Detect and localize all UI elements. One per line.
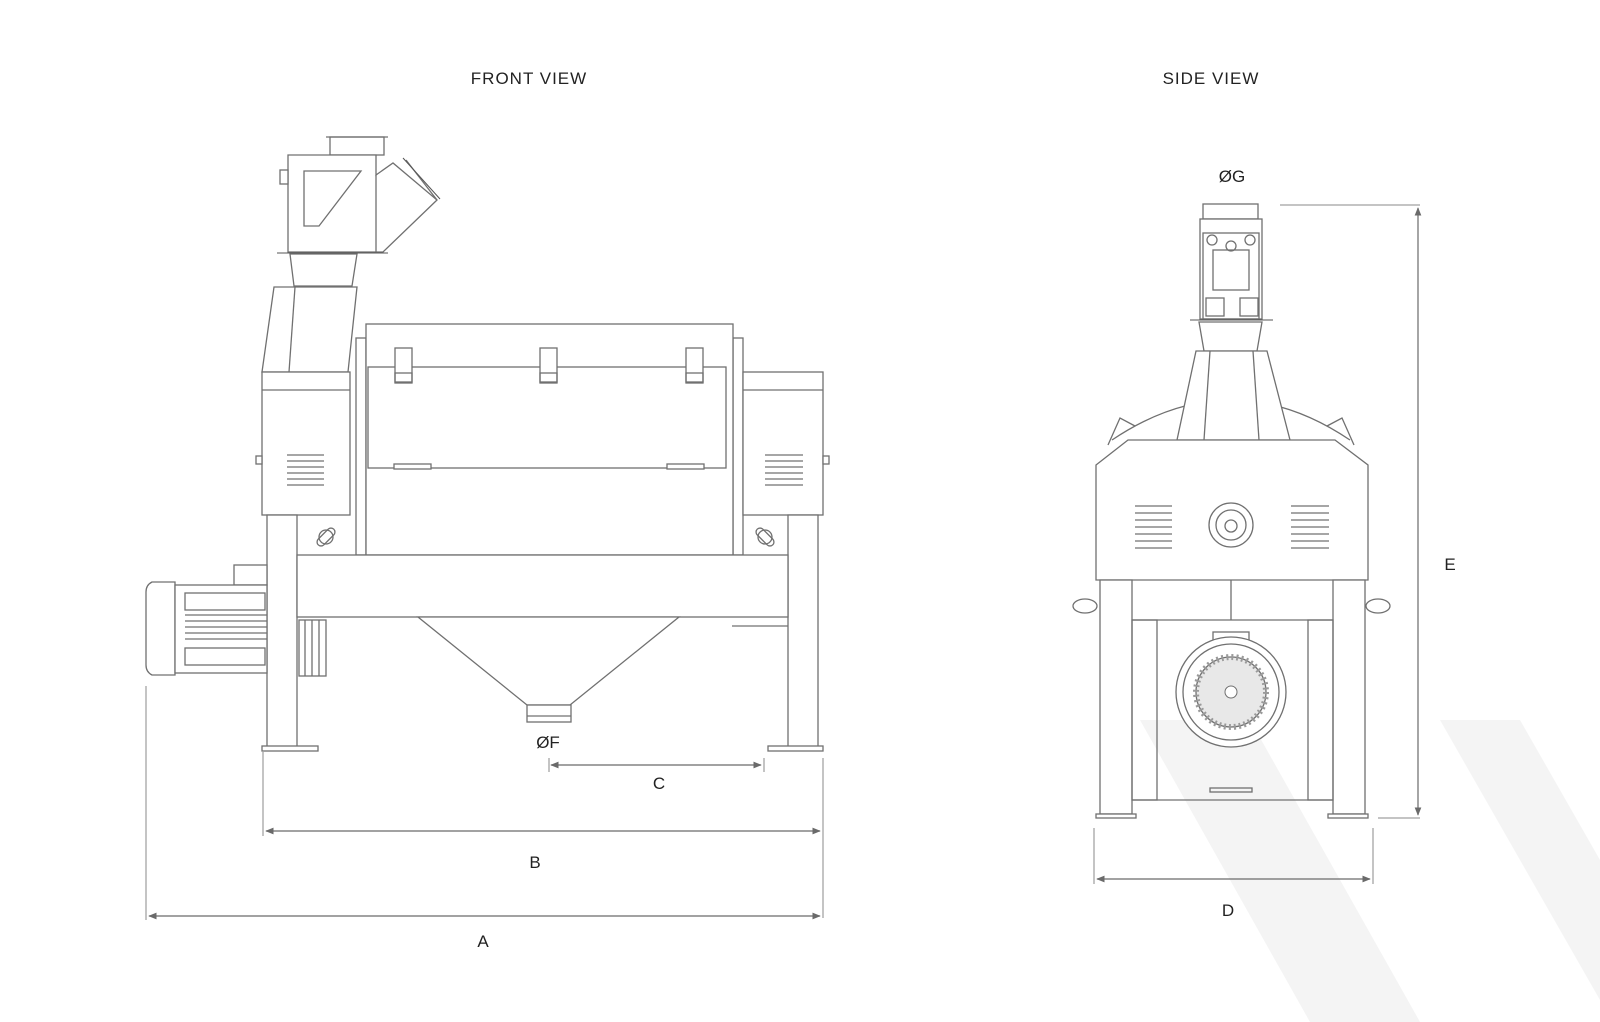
bearing-left (316, 527, 336, 547)
background-watermark (1140, 720, 1600, 1022)
side-vent-left (1135, 505, 1172, 549)
side-motor (1175, 631, 1287, 748)
bearing-right (755, 527, 775, 547)
dim-label-a: A (477, 932, 489, 951)
dim-label-f: ØF (536, 733, 560, 752)
vent-left (287, 454, 324, 486)
front-view-drawing (145, 136, 830, 752)
side-dimensions (1093, 204, 1422, 884)
front-view-title: FRONT VIEW (471, 69, 587, 88)
dim-label-e: E (1444, 555, 1455, 574)
vent-right (765, 454, 803, 486)
dim-label-c: C (653, 774, 665, 793)
front-motor (145, 564, 268, 676)
dim-label-d: D (1222, 901, 1234, 920)
side-vent-right (1291, 505, 1329, 549)
front-dimensions (145, 686, 824, 920)
dim-label-b: B (529, 853, 540, 872)
side-view-title: SIDE VIEW (1163, 69, 1260, 88)
side-view-drawing (1072, 203, 1391, 819)
dim-label-g: ØG (1219, 167, 1245, 186)
clamps (394, 347, 704, 384)
